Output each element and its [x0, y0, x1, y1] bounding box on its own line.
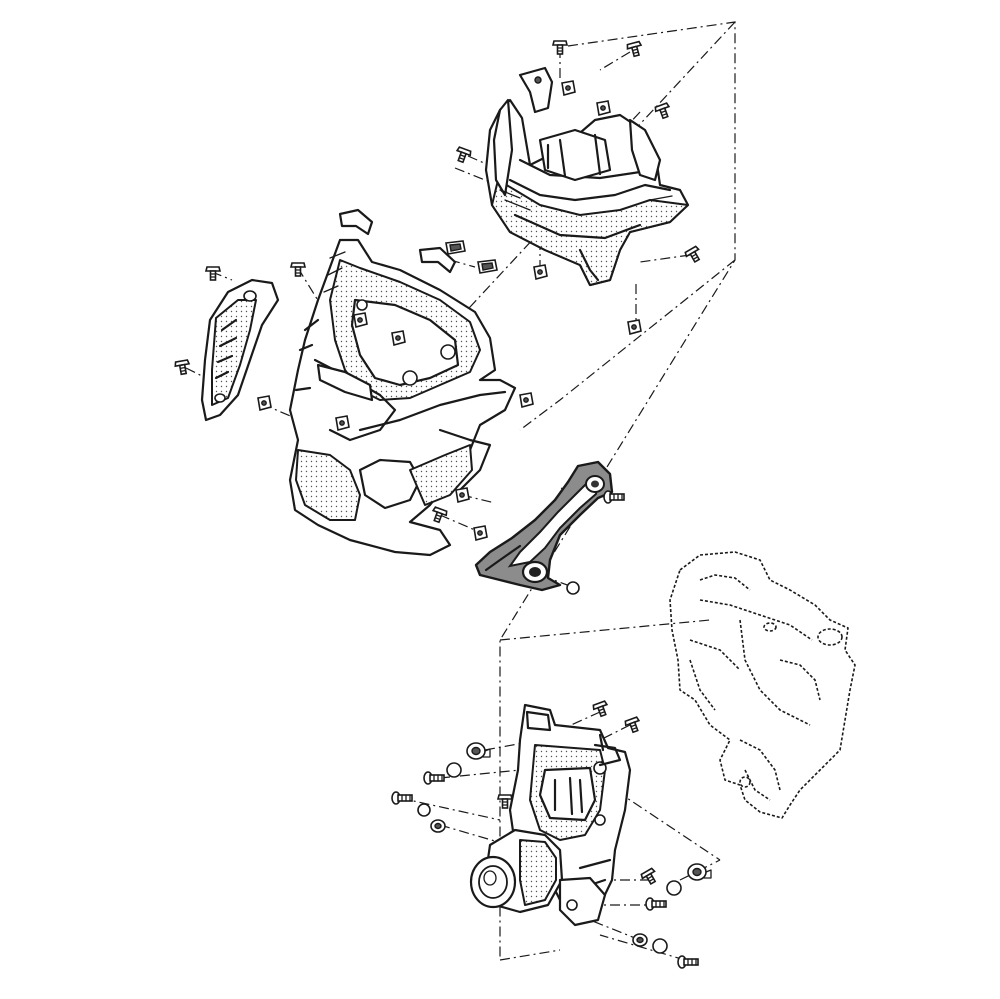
screw-icon: [205, 266, 221, 281]
screw-icon: [552, 40, 568, 55]
front-cowl: [288, 238, 517, 557]
clip-icon: [391, 330, 406, 346]
screw-icon: [391, 791, 413, 805]
screw-icon: [173, 359, 192, 376]
collar-icon: [652, 938, 668, 954]
clip-icon: [519, 392, 534, 408]
screw-icon: [603, 490, 625, 504]
collar-icon: [417, 803, 431, 817]
clip-icon: [596, 100, 611, 116]
clip-icon: [473, 525, 488, 541]
clip-icon: [353, 312, 368, 328]
screw-icon: [453, 145, 473, 165]
clip-icon: [335, 415, 350, 431]
headlight-unit: [469, 703, 632, 927]
collar-icon: [666, 880, 682, 896]
grommet-icon: [687, 863, 712, 881]
screw-icon: [623, 715, 643, 735]
trim-strips: [338, 208, 457, 274]
nut-pad-icon: [445, 240, 466, 255]
screw-icon: [423, 771, 445, 785]
grommet-icon: [466, 742, 491, 760]
side-panel: [200, 278, 280, 422]
upper-inner-panel: [484, 66, 690, 287]
screw-icon: [625, 40, 645, 59]
screw-icon: [429, 505, 449, 525]
clip-icon: [455, 487, 470, 503]
washer-icon: [566, 581, 580, 595]
screw-icon: [645, 897, 667, 911]
clip-icon: [533, 264, 548, 280]
clip-icon: [627, 319, 642, 335]
screw-icon: [591, 699, 611, 719]
frame-ghost: [669, 551, 856, 819]
collar-icon: [446, 762, 462, 778]
fasteners: [173, 40, 712, 969]
screw-icon: [683, 245, 704, 265]
clip-icon: [561, 80, 576, 96]
screw-icon: [290, 262, 306, 277]
screw-icon: [677, 955, 699, 969]
headlight-cover: [474, 460, 614, 592]
clip-icon: [257, 395, 272, 411]
nut-pad-icon: [477, 259, 498, 274]
screw-icon: [639, 867, 660, 887]
